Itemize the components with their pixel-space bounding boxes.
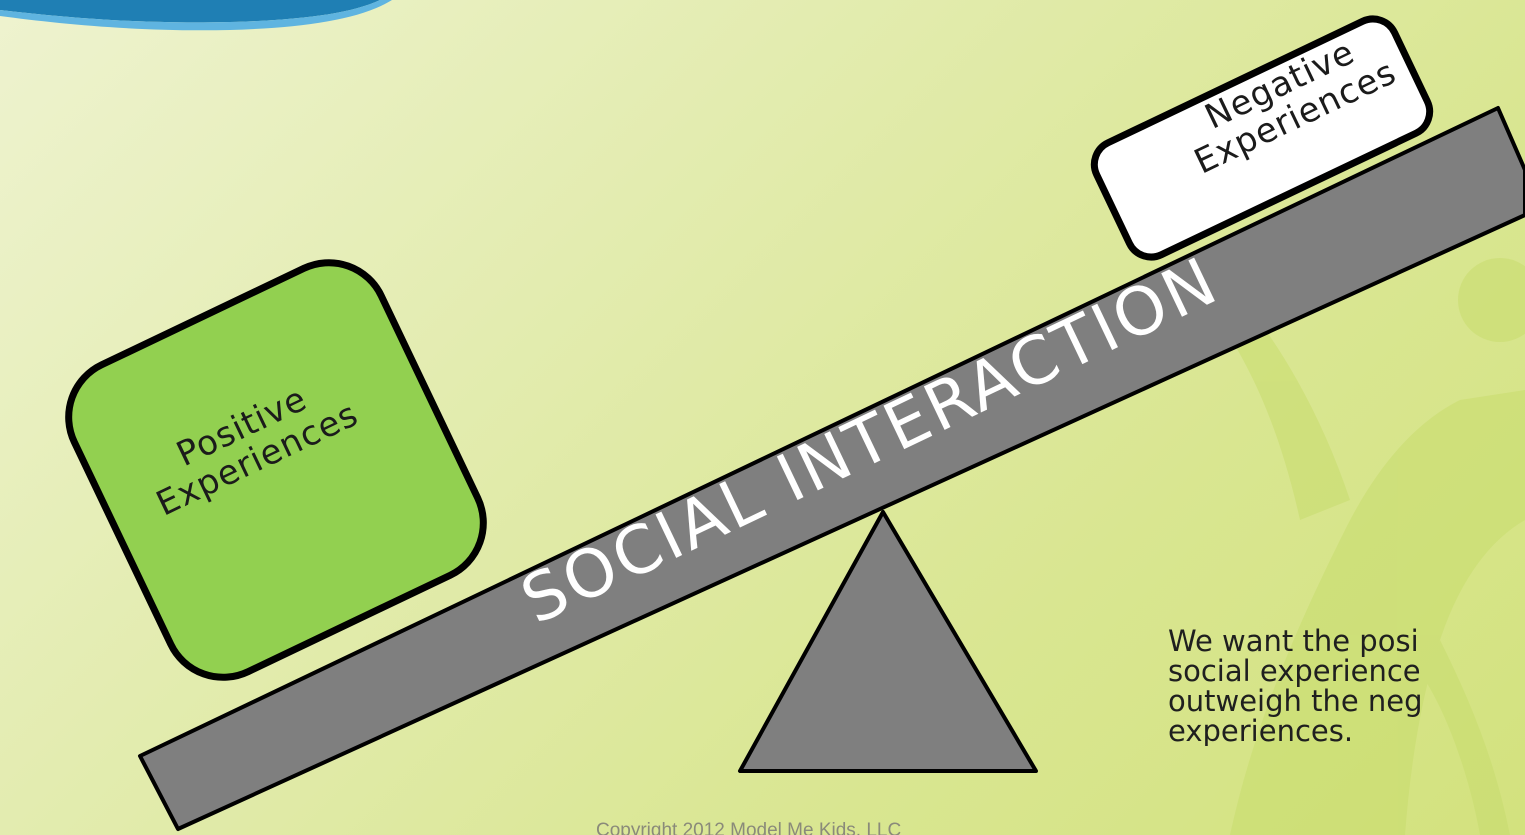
negative-experiences-box [1090, 15, 1434, 261]
caption-line1: We want the posi [1168, 626, 1419, 658]
corner-logo-shape [0, 0, 392, 31]
caption-line3: outweigh the neg [1168, 684, 1423, 718]
caption-text: We want the posi social experience outwe… [1168, 626, 1525, 746]
seesaw-beam [138, 106, 1525, 831]
copyright-notice: Copyright 2012 Model Me Kids, LLC [596, 820, 902, 835]
positive-experiences-box [65, 259, 487, 681]
caption-line4: experiences. [1168, 714, 1354, 746]
fulcrum-triangle [738, 510, 1038, 773]
caption-line2: social experience [1168, 654, 1421, 688]
